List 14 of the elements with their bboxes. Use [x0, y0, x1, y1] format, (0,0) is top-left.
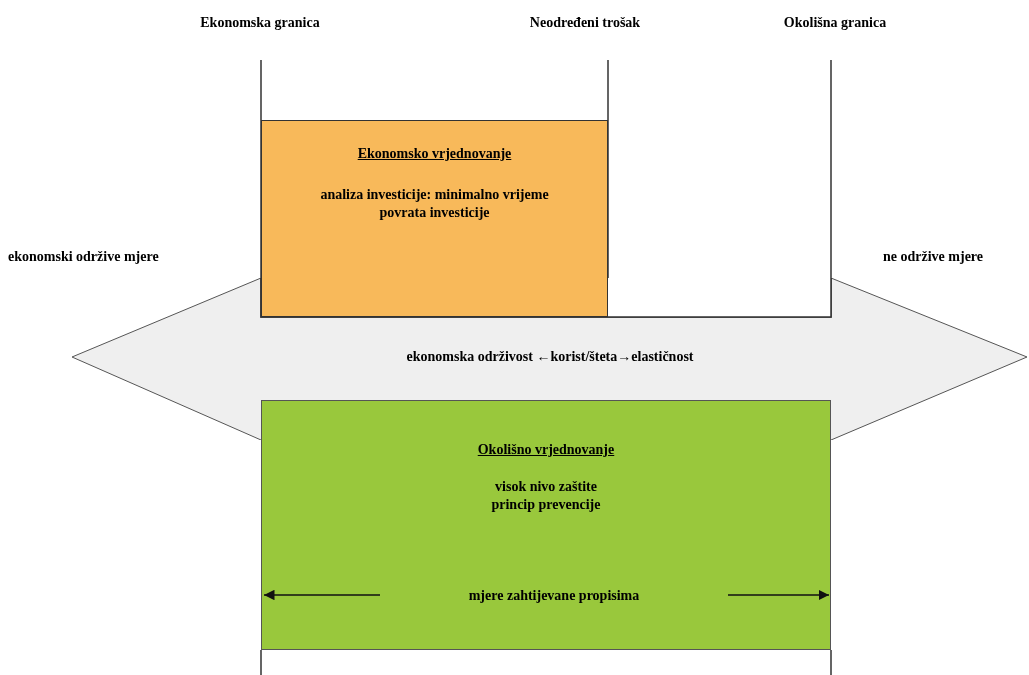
arrow-label: ekonomska održivost ←korist/šteta→elastičnost	[405, 348, 695, 366]
boundary-heading: Okolišna granica	[782, 14, 888, 32]
boundary-heading: Ekonomska granica	[199, 14, 321, 32]
box-text: analiza investicije: minimalno vrijeme povrata investicije	[319, 186, 550, 222]
boundary-heading: Neodređeni trošak	[528, 14, 642, 32]
side-label: ekonomski održive mjere	[8, 248, 159, 266]
box-heading: Okolišno vrjednovanje	[477, 441, 615, 459]
box-text: princip prevencije	[491, 496, 601, 514]
dimension-label: mjere zahtijevane propisima	[467, 587, 641, 605]
box-text: visok nivo zaštite	[495, 478, 597, 496]
side-label: ne održive mjere	[883, 248, 984, 266]
box-heading: Ekonomsko vrjednovanje	[357, 145, 512, 163]
evaluation-box	[261, 400, 831, 650]
evaluation-box	[261, 120, 608, 317]
